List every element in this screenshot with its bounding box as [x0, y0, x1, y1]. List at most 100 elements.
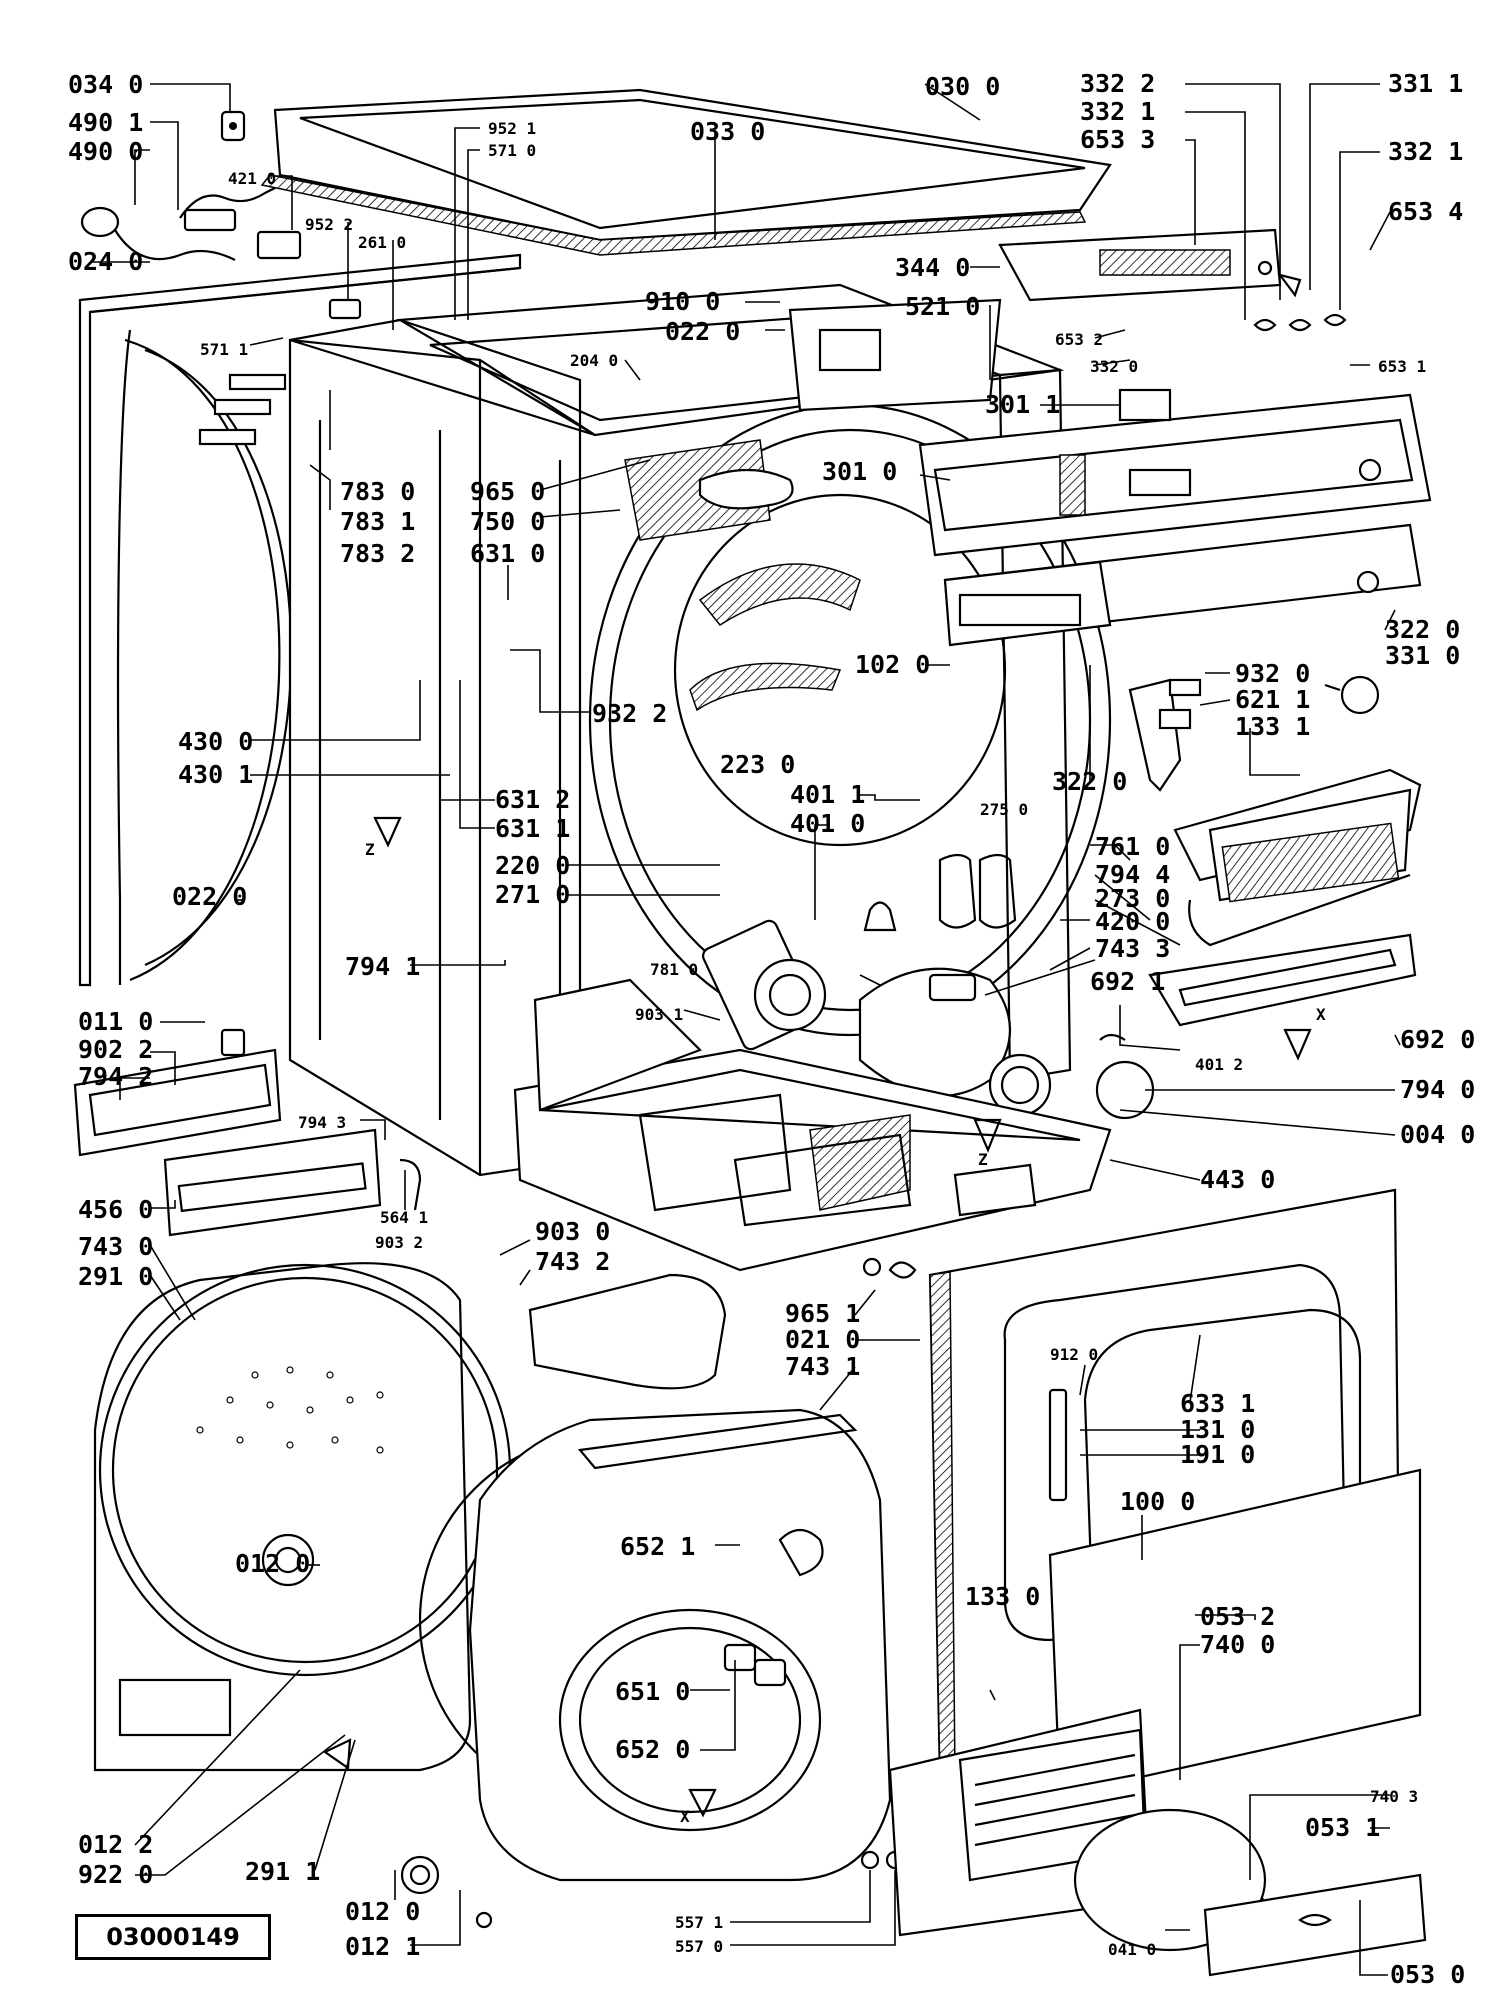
label-557-1: 557 1: [675, 1913, 723, 1932]
label-621-1: 621 1: [1235, 685, 1310, 714]
label-034-0: 034 0: [68, 70, 143, 99]
label-783-1: 783 1: [340, 507, 415, 536]
label-012-2: 012 2: [78, 1830, 153, 1859]
label-564-1: 564 1: [380, 1208, 428, 1227]
label-651-0: 651 0: [615, 1677, 690, 1706]
leader-lines: [90, 83, 1401, 1976]
label-443-0: 443 0: [1200, 1165, 1275, 1194]
label-653-1: 653 1: [1378, 357, 1426, 376]
label-401-0: 401 0: [790, 809, 865, 838]
label-740-3: 740 3: [1370, 1787, 1418, 1806]
label-223-0: 223 0: [720, 750, 795, 779]
label-430-1: 430 1: [178, 760, 253, 789]
label-133-0: 133 0: [965, 1582, 1040, 1611]
part-labels: 034 0 490 1 490 0 421 0 024 0 952 2 261 …: [68, 69, 1475, 1989]
label-133-1: 133 1: [1235, 712, 1310, 741]
label-291-0: 291 0: [78, 1262, 153, 1291]
label-653-3: 653 3: [1080, 125, 1155, 154]
label-332-1-a: 332 1: [1080, 97, 1155, 126]
label-903-0: 903 0: [535, 1217, 610, 1246]
label-571-0: 571 0: [488, 141, 536, 160]
main-cabinet: [288, 283, 1112, 1177]
label-430-0: 430 0: [178, 727, 253, 756]
label-952-2: 952 2: [305, 215, 353, 234]
label-902-2: 902 2: [78, 1035, 153, 1064]
label-521-0: 521 0: [905, 292, 980, 321]
lint-filter: [1099, 768, 1422, 1041]
label-041-0: 041 0: [1108, 1940, 1156, 1959]
label-271-0: 271 0: [495, 880, 570, 909]
label-131-0: 131 0: [1180, 1415, 1255, 1444]
motor-and-fan: [702, 853, 1155, 1120]
label-922-0: 922 0: [78, 1860, 153, 1889]
label-053-0: 053 0: [1390, 1960, 1465, 1989]
label-653-2: 653 2: [1055, 330, 1103, 349]
label-322-0-a: 322 0: [1385, 615, 1460, 644]
label-421-0: 421 0: [228, 169, 276, 188]
label-653-4: 653 4: [1388, 197, 1463, 226]
label-344-0: 344 0: [895, 253, 970, 282]
top-cover: [260, 88, 1112, 256]
label-030-0: 030 0: [925, 72, 1000, 101]
label-261-0: 261 0: [358, 233, 406, 252]
left-small-parts: [73, 1028, 727, 1390]
label-331-1: 331 1: [1388, 69, 1463, 98]
marker-z-2: Z: [978, 1150, 988, 1169]
label-220-0: 220 0: [495, 851, 570, 880]
label-743-3: 743 3: [1095, 934, 1170, 963]
label-652-1: 652 1: [620, 1532, 695, 1561]
label-692-1: 692 1: [1090, 967, 1165, 996]
label-191-0: 191 0: [1180, 1440, 1255, 1469]
label-932-2: 932 2: [592, 699, 667, 728]
label-301-1: 301 1: [985, 390, 1060, 419]
label-965-0: 965 0: [470, 477, 545, 506]
label-740-0: 740 0: [1200, 1630, 1275, 1659]
label-100-0: 100 0: [1120, 1487, 1195, 1516]
label-332-2: 332 2: [1080, 69, 1155, 98]
condenser-drawer: [888, 1708, 1427, 1977]
front-bearing-shield: [418, 1408, 905, 1882]
label-275-0: 275 0: [980, 800, 1028, 819]
label-291-1: 291 1: [245, 1857, 320, 1886]
label-322-0-b: 322 0: [1052, 767, 1127, 796]
label-781-0: 781 0: [650, 960, 698, 979]
label-932-0: 932 0: [1235, 659, 1310, 688]
label-012-1: 012 1: [345, 1932, 420, 1961]
label-631-1: 631 1: [495, 814, 570, 843]
bottom-small-parts: [400, 1257, 917, 1929]
base-duct: [513, 978, 1112, 1272]
label-331-0: 331 0: [1385, 641, 1460, 670]
label-301-0: 301 0: [822, 457, 897, 486]
label-783-0: 783 0: [340, 477, 415, 506]
label-743-0: 743 0: [78, 1232, 153, 1261]
label-053-2: 053 2: [1200, 1602, 1275, 1631]
label-794-0: 794 0: [1400, 1075, 1475, 1104]
label-332-0: 332 0: [1090, 357, 1138, 376]
label-011-0: 011 0: [78, 1007, 153, 1036]
label-024-0: 024 0: [68, 247, 143, 276]
label-633-1: 633 1: [1180, 1389, 1255, 1418]
label-332-1-b: 332 1: [1388, 137, 1463, 166]
label-022-0-a: 022 0: [665, 317, 740, 346]
rear-drum-wall: [93, 1262, 512, 1772]
label-490-1: 490 1: [68, 108, 143, 137]
marker-x-1: X: [1316, 1005, 1326, 1024]
label-012-0-a: 012 0: [235, 1549, 310, 1578]
label-631-2: 631 2: [495, 785, 570, 814]
label-794-4: 794 4: [1095, 860, 1170, 889]
label-490-0: 490 0: [68, 137, 143, 166]
label-022-0-b: 022 0: [172, 882, 247, 911]
label-004-0: 004 0: [1400, 1120, 1475, 1149]
label-692-0: 692 0: [1400, 1025, 1475, 1054]
label-102-0: 102 0: [855, 650, 930, 679]
label-204-0: 204 0: [570, 351, 618, 370]
view-markers: Z Z X X: [322, 816, 1326, 1826]
label-783-2: 783 2: [340, 539, 415, 568]
document-id: 03000149: [75, 1914, 271, 1960]
label-420-0: 420 0: [1095, 907, 1170, 936]
label-965-1: 965 1: [785, 1299, 860, 1328]
label-794-2: 794 2: [78, 1062, 153, 1091]
marker-z-1: Z: [365, 840, 375, 859]
label-273-0: 273 0: [1095, 884, 1170, 913]
